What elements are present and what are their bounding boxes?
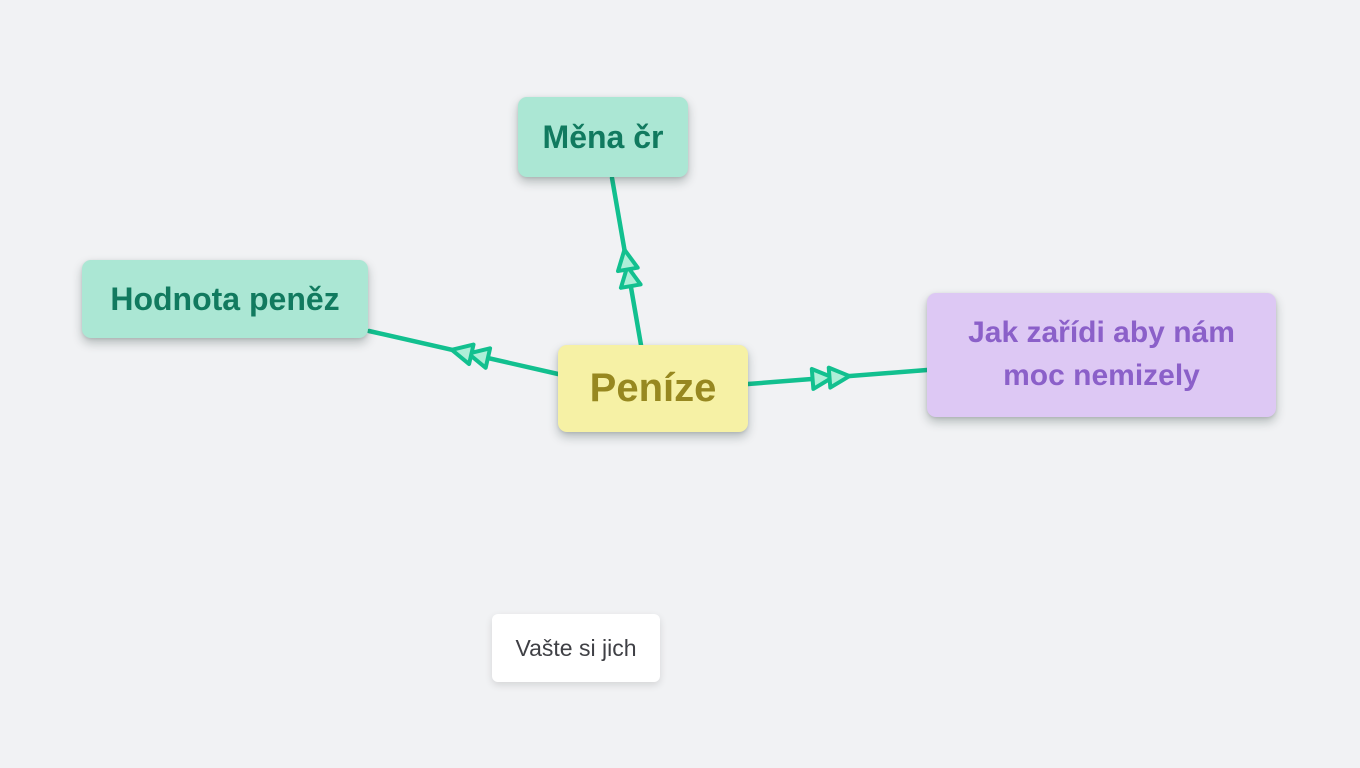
node-mena-cr[interactable]: Měna čr: [518, 97, 688, 177]
node-hodnota-penez[interactable]: Hodnota peněz: [82, 260, 368, 338]
arrowhead-back-icon: [618, 264, 643, 290]
connector-penize-to-mena-cr[interactable]: [609, 175, 644, 348]
node-jak-zaridi[interactable]: Jak zařídi aby nám moc nemizely: [927, 293, 1276, 417]
node-penize[interactable]: Peníze: [558, 345, 748, 432]
node-label: Hodnota peněz: [110, 280, 340, 317]
node-label: Měna čr: [542, 118, 664, 155]
node-label: Vašte si jich: [515, 634, 637, 661]
arrowhead-front-icon: [826, 365, 852, 390]
arrowhead-back-icon: [809, 366, 835, 391]
connector-penize-to-jak-zaridi[interactable]: [745, 365, 930, 391]
arrowhead-front-icon: [449, 342, 476, 367]
arrowhead-front-icon: [616, 247, 640, 274]
node-label: Jak zařídi aby nám moc nemizely: [968, 316, 1235, 392]
connector-penize-to-hodnota-penez[interactable]: [366, 328, 561, 377]
node-vaste-si-jich[interactable]: Vašte si jich: [492, 614, 660, 682]
node-label: Peníze: [589, 366, 717, 410]
arrowhead-back-icon: [466, 346, 493, 370]
